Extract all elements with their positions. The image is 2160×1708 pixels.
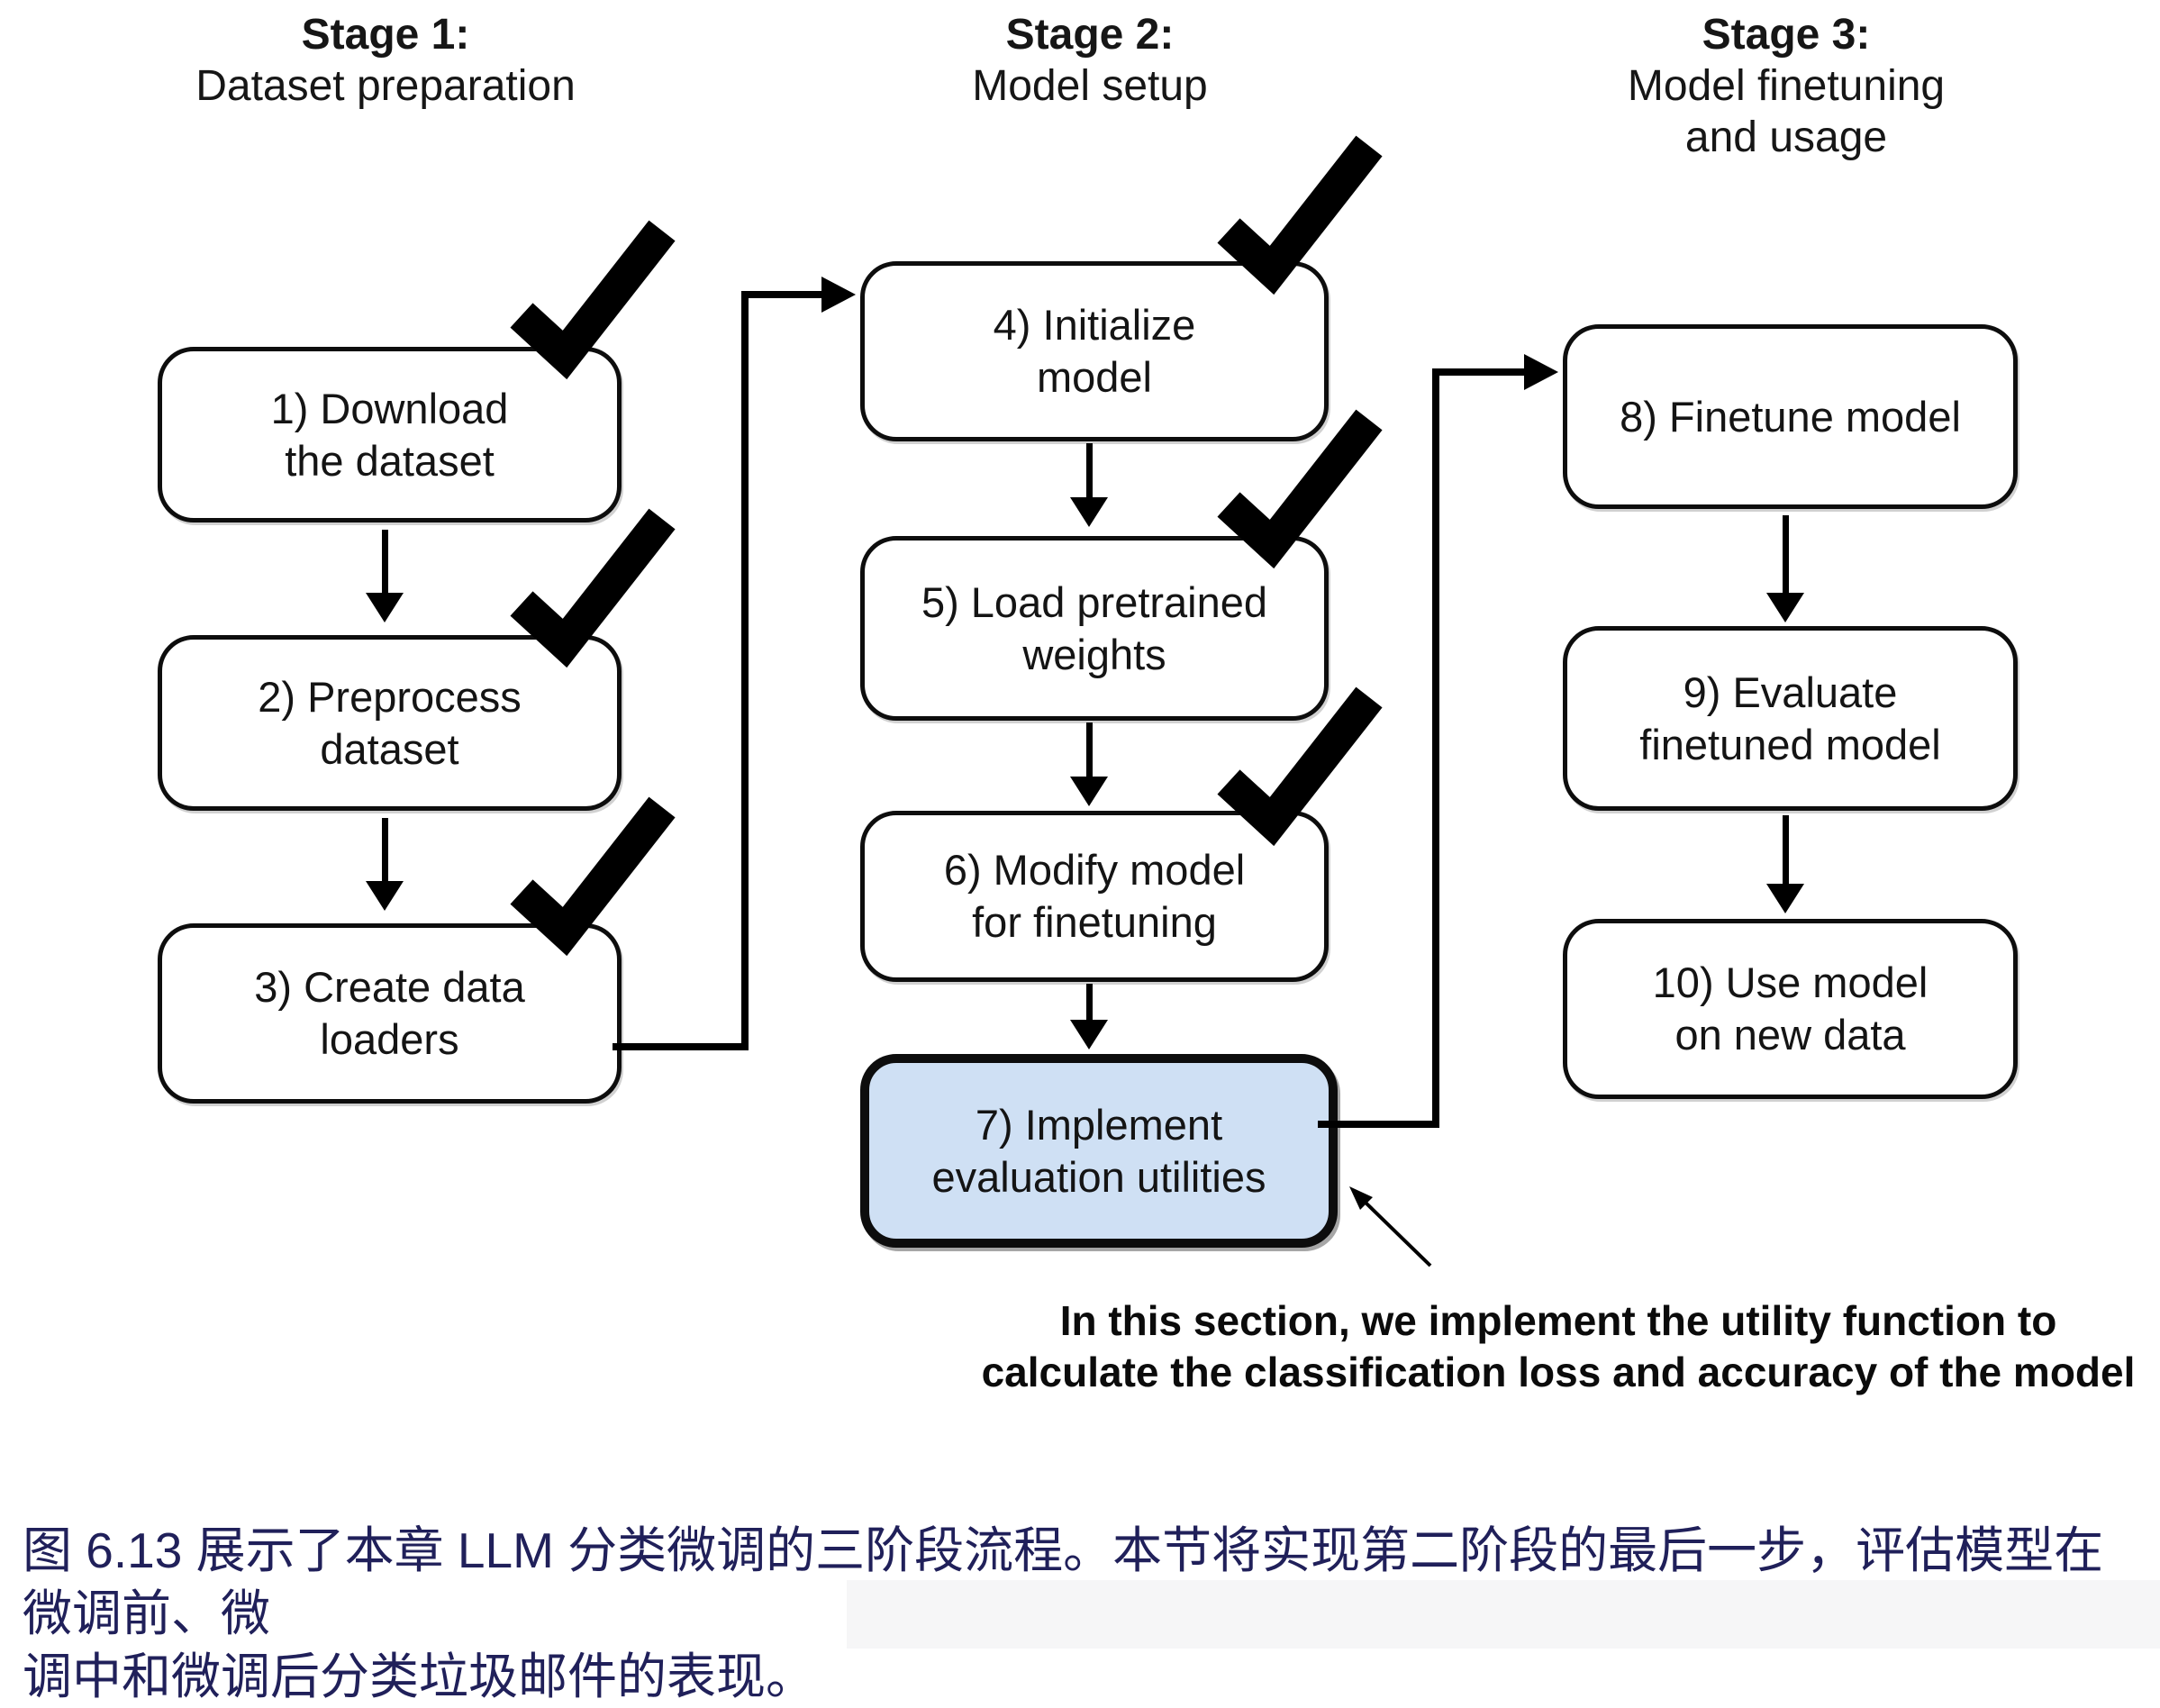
box3-label-line1: 3) Create data bbox=[254, 963, 525, 1011]
arrow-head-box6-to-box7 bbox=[1070, 1020, 1108, 1049]
box10-label-line1: 10) Use model bbox=[1652, 958, 1929, 1006]
box6-label-line1: 6) Modify model bbox=[943, 846, 1246, 894]
figure-page: { "diagram": { "stages": [ { "title_line… bbox=[23, 9, 2160, 1704]
check-icon-box6 bbox=[1217, 686, 1383, 847]
flow-box-3-create-data-loaders: 3) Create data loaders bbox=[158, 923, 622, 1104]
stage1-title-line1: Stage 1: bbox=[301, 11, 470, 59]
annotation-line2: calculate the classification loss and ac… bbox=[981, 1349, 2136, 1395]
arrow-head-box8-to-box9 bbox=[1766, 593, 1804, 622]
arrow-box4-to-box5 bbox=[1086, 443, 1093, 499]
arrow-head-box1-to-box2 bbox=[366, 593, 404, 622]
flow-box-1-download-dataset: 1) Download the dataset bbox=[158, 347, 622, 522]
arrow-head-box4-to-box5 bbox=[1070, 497, 1108, 527]
box1-label-line1: 1) Download bbox=[270, 384, 509, 432]
flow-box-10-use-model-new-data: 10) Use model on new data bbox=[1563, 919, 2018, 1099]
flow-box-9-evaluate-finetuned-model: 9) Evaluate finetuned model bbox=[1563, 626, 2018, 811]
box5-label-line2: weights bbox=[1022, 630, 1166, 678]
arrow-head-box5-to-box6 bbox=[1070, 777, 1108, 806]
stage2-title-line1: Stage 2: bbox=[1005, 11, 1175, 59]
arrow-head-into-box8 bbox=[1524, 354, 1558, 390]
check-icon-box4 bbox=[1217, 135, 1383, 295]
arrow-box2-to-box3 bbox=[382, 818, 388, 883]
annotation-text: In this section, we implement the utilit… bbox=[928, 1295, 2160, 1398]
flow-box-2-preprocess-dataset: 2) Preprocess dataset bbox=[158, 635, 622, 811]
connector-box7-box8-horizontal-lower bbox=[1318, 1121, 1439, 1128]
arrow-head-box2-to-box3 bbox=[366, 881, 404, 911]
annotation-pointer-arrow bbox=[1349, 1186, 1432, 1267]
caption-background-band bbox=[847, 1580, 2160, 1649]
check-icon-box2 bbox=[510, 508, 676, 668]
connector-box7-box8-vertical bbox=[1432, 368, 1439, 1128]
box6-label-line2: for finetuning bbox=[972, 898, 1217, 946]
box7-label-line1: 7) Implement bbox=[975, 1100, 1223, 1149]
box2-label-line1: 2) Preprocess bbox=[258, 672, 522, 721]
check-icon-box1 bbox=[510, 220, 676, 380]
caption-line1: 图 6.13 展示了本章 LLM 分类微调的三阶段流程。本节将实现第二阶段的最后… bbox=[23, 1522, 2104, 1641]
stage2-title-line2: Model setup bbox=[972, 62, 1208, 110]
arrow-head-box9-to-box10 bbox=[1766, 884, 1804, 913]
annotation-line1: In this section, we implement the utilit… bbox=[1059, 1297, 2057, 1344]
box4-label-line2: model bbox=[1036, 353, 1152, 401]
connector-box7-box8-horizontal-upper bbox=[1432, 368, 1526, 376]
check-icon-box5 bbox=[1217, 409, 1383, 569]
box7-label-line2: evaluation utilities bbox=[931, 1152, 1266, 1201]
flow-box-6-modify-model: 6) Modify model for finetuning bbox=[860, 811, 1329, 982]
arrow-box8-to-box9 bbox=[1783, 515, 1789, 595]
box1-label-line2: the dataset bbox=[285, 436, 495, 485]
stage3-title-line3: and usage bbox=[1684, 114, 1888, 161]
caption-line2: 调中和微调后分类垃圾邮件的表现。 bbox=[23, 1649, 816, 1704]
figure-caption: 图 6.13 展示了本章 LLM 分类微调的三阶段流程。本节将实现第二阶段的最后… bbox=[23, 1519, 2148, 1708]
box8-label-line1: 8) Finetune model bbox=[1620, 392, 1961, 441]
stage2-title: Stage 2: Model setup bbox=[811, 9, 1369, 112]
box9-label-line1: 9) Evaluate bbox=[1683, 668, 1898, 716]
connector-box3-box4-horizontal-lower bbox=[613, 1043, 748, 1050]
stage1-title: Stage 1: Dataset preparation bbox=[106, 9, 665, 112]
stage3-title-line1: Stage 3: bbox=[1702, 11, 1871, 59]
box10-label-line2: on new data bbox=[1674, 1011, 1906, 1058]
arrow-box6-to-box7 bbox=[1086, 984, 1093, 1022]
box5-label-line1: 5) Load pretrained bbox=[921, 577, 1268, 626]
stage3-title-line2: Model finetuning bbox=[1627, 62, 1946, 110]
connector-box3-box4-horizontal-upper bbox=[741, 291, 824, 298]
arrow-box1-to-box2 bbox=[382, 530, 388, 595]
stage3-title: Stage 3: Model finetuning and usage bbox=[1507, 9, 2065, 163]
arrow-head-into-box4 bbox=[821, 277, 856, 313]
box2-label-line2: dataset bbox=[320, 724, 459, 773]
flow-box-4-initialize-model: 4) Initialize model bbox=[860, 261, 1329, 441]
box4-label-line1: 4) Initialize bbox=[993, 301, 1196, 349]
box9-label-line2: finetuned model bbox=[1639, 720, 1941, 768]
flow-box-8-finetune-model: 8) Finetune model bbox=[1563, 324, 2018, 509]
stage1-title-line2: Dataset preparation bbox=[195, 62, 576, 110]
flow-box-5-load-pretrained-weights: 5) Load pretrained weights bbox=[860, 536, 1329, 721]
arrow-box9-to-box10 bbox=[1783, 815, 1789, 886]
flow-box-7-implement-evaluation-utilities: 7) Implement evaluation utilities bbox=[860, 1054, 1338, 1248]
box3-label-line2: loaders bbox=[320, 1015, 459, 1063]
arrow-box5-to-box6 bbox=[1086, 722, 1093, 778]
check-icon-box3 bbox=[510, 796, 676, 957]
connector-box3-box4-vertical bbox=[741, 291, 749, 1050]
